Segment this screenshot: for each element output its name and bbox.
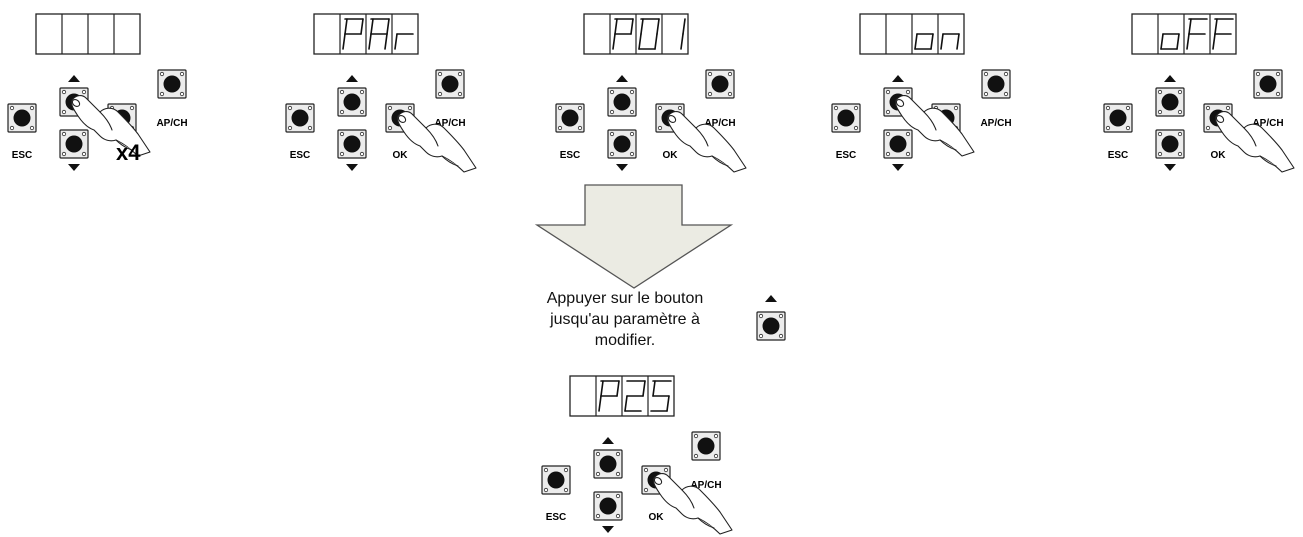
display-digit: 2: [624, 380, 646, 412]
display-digit: o: [1160, 33, 1180, 50]
down-arrow-icon: [616, 164, 628, 171]
up-button[interactable]: [59, 75, 89, 117]
seven-segment-display: oFF: [1131, 13, 1237, 55]
ap-ch-button[interactable]: AP/CH: [1252, 69, 1284, 129]
ap-ch-label: AP/CH: [156, 118, 187, 129]
up-button[interactable]: [593, 437, 623, 479]
ap-ch-button[interactable]: AP/CH: [690, 431, 722, 491]
display-digit: F: [1186, 18, 1208, 50]
up-arrow-icon: [602, 437, 614, 444]
ok-button[interactable]: OK: [1203, 103, 1233, 161]
esc-label: ESC: [290, 150, 311, 161]
ap-ch-button[interactable]: AP/CH: [434, 69, 466, 129]
esc-button[interactable]: ESC: [285, 103, 315, 161]
seven-segment-display: [35, 13, 141, 55]
down-arrow-icon: [68, 164, 80, 171]
ap-ch-label: AP/CH: [1252, 118, 1283, 129]
down-button[interactable]: [883, 129, 913, 171]
display-digit: A: [368, 18, 390, 50]
panel-step-6: P25ESC OK AP/CH: [541, 375, 733, 535]
up-button[interactable]: [337, 75, 367, 117]
down-button[interactable]: [593, 491, 623, 533]
up-arrow-icon: [346, 75, 358, 82]
caption-up-button-icon: [756, 295, 786, 341]
display-digit: P: [598, 380, 620, 412]
ap-ch-label: AP/CH: [690, 480, 721, 491]
down-arrow-icon: [346, 164, 358, 171]
down-button[interactable]: [1155, 129, 1185, 171]
esc-label: ESC: [1108, 150, 1129, 161]
ok-label: OK: [393, 150, 409, 161]
ap-ch-label: AP/CH: [704, 118, 735, 129]
panel-step-4: onESC AP/CH: [831, 13, 1012, 171]
display-digit: r: [394, 33, 414, 50]
down-arrow-icon: [892, 164, 904, 171]
ok-label: OK: [663, 150, 679, 161]
ap-ch-label: AP/CH: [434, 118, 465, 129]
ok-label: OK: [1211, 150, 1227, 161]
up-arrow-icon: [616, 75, 628, 82]
up-arrow-icon: [1164, 75, 1176, 82]
press-count-label: x4: [116, 140, 141, 165]
down-arrow-icon: [602, 526, 614, 533]
esc-button[interactable]: ESC: [1103, 103, 1133, 161]
panel-step-1: ESC AP/CH x4: [7, 13, 188, 171]
esc-label: ESC: [836, 150, 857, 161]
up-arrow-icon: [892, 75, 904, 82]
ok-button[interactable]: OK: [385, 103, 415, 161]
down-arrow-icon: [1164, 164, 1176, 171]
instruction-caption: Appuyer sur le bouton jusqu'au paramètre…: [500, 288, 750, 351]
up-button[interactable]: [1155, 75, 1185, 117]
ap-ch-label: AP/CH: [980, 118, 1011, 129]
down-button[interactable]: [337, 129, 367, 171]
ok-button[interactable]: OK: [641, 465, 671, 523]
seven-segment-display: on: [859, 13, 965, 55]
down-button[interactable]: [607, 129, 637, 171]
seven-segment-display: PAr: [313, 13, 419, 55]
down-arrow-icon: [534, 184, 734, 289]
up-button[interactable]: [883, 75, 913, 117]
esc-label: ESC: [560, 150, 581, 161]
display-digit: n: [940, 33, 960, 50]
esc-label: ESC: [12, 150, 33, 161]
down-button[interactable]: [59, 129, 89, 171]
esc-button[interactable]: ESC: [7, 103, 37, 161]
esc-button[interactable]: ESC: [831, 103, 861, 161]
panel-step-3: P01ESC OK AP/CH: [555, 13, 747, 173]
ok-button[interactable]: OK: [655, 103, 685, 161]
seven-segment-display: P01: [583, 13, 689, 55]
ap-ch-button[interactable]: AP/CH: [980, 69, 1012, 129]
display-digit: o: [914, 33, 934, 50]
display-digit: 1: [680, 18, 686, 50]
ok-label: OK: [649, 512, 665, 523]
esc-label: ESC: [546, 512, 567, 523]
display-digit: P: [342, 18, 364, 50]
up-button[interactable]: [607, 75, 637, 117]
caption-line-1: Appuyer sur le bouton: [546, 290, 704, 307]
display-digit: 0: [638, 18, 660, 50]
ap-ch-button[interactable]: AP/CH: [156, 69, 188, 129]
esc-button[interactable]: ESC: [541, 465, 571, 523]
caption-line-3: modifier.: [594, 332, 656, 349]
ap-ch-button[interactable]: AP/CH: [704, 69, 736, 129]
caption-line-2: jusqu'au paramètre à: [550, 311, 700, 328]
esc-button[interactable]: ESC: [555, 103, 585, 161]
display-digit: P: [612, 18, 634, 50]
up-arrow-icon: [68, 75, 80, 82]
display-digit: 5: [650, 380, 672, 412]
seven-segment-display: P25: [569, 375, 675, 417]
display-digit: F: [1212, 18, 1234, 50]
up-arrow-icon: [765, 295, 777, 302]
